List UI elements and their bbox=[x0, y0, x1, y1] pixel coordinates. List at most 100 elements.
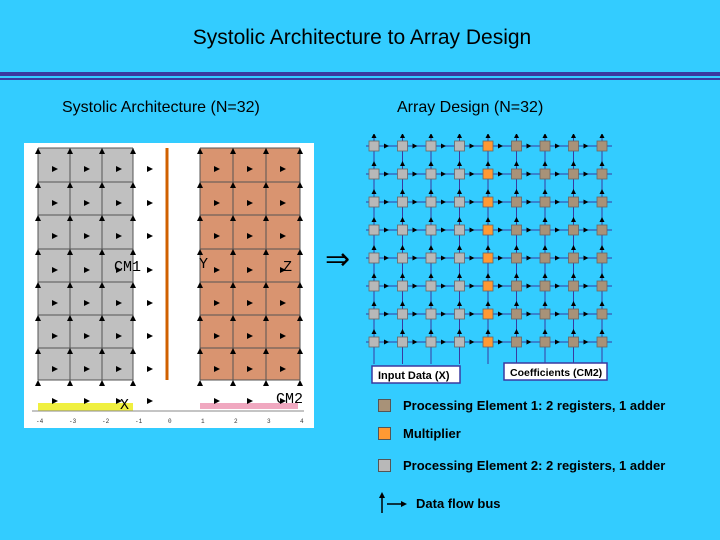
right-arrow-icon bbox=[147, 233, 153, 239]
up-arrow-icon bbox=[571, 161, 576, 166]
up-arrow-icon bbox=[35, 348, 41, 354]
pe2-swatch-icon bbox=[378, 458, 391, 472]
pe2-cell bbox=[397, 252, 408, 264]
up-arrow-icon bbox=[130, 182, 136, 188]
pe1-cell bbox=[568, 308, 579, 320]
up-arrow-icon bbox=[400, 329, 405, 334]
right-arrow-icon bbox=[247, 398, 253, 404]
right-arrow-icon bbox=[526, 227, 532, 233]
right-arrow-icon bbox=[555, 339, 560, 345]
right-arrow-icon bbox=[384, 339, 389, 345]
right-arrow-icon bbox=[412, 255, 418, 261]
right-arrow-icon bbox=[147, 166, 153, 172]
up-arrow-icon bbox=[457, 329, 462, 334]
right-arrow-icon bbox=[441, 255, 446, 261]
legend-item-pe1: Processing Element 1: 2 registers, 1 add… bbox=[378, 396, 665, 414]
pe2-cell bbox=[368, 168, 380, 180]
up-arrow-icon bbox=[297, 182, 303, 188]
y-label: Y bbox=[199, 256, 208, 273]
right-arrow-icon bbox=[84, 398, 90, 404]
right-arrow-icon bbox=[116, 166, 122, 172]
pe1-cell bbox=[568, 196, 579, 208]
right-arrow-icon bbox=[147, 300, 153, 306]
up-arrow-icon bbox=[514, 245, 519, 250]
legend-item-data-flow: Data flow bus bbox=[378, 492, 501, 513]
pe1-cell bbox=[511, 252, 522, 264]
axis-tick-label: 1 bbox=[201, 418, 205, 425]
axis-tick-label: -2 bbox=[102, 418, 110, 425]
right-arrow-icon bbox=[583, 255, 589, 261]
legend-item-pe2: Processing Element 2: 2 registers, 1 add… bbox=[378, 456, 665, 474]
pe1-cell bbox=[511, 140, 522, 152]
right-arrow-icon bbox=[469, 143, 475, 149]
up-arrow-icon bbox=[371, 161, 377, 166]
right-arrow-icon bbox=[555, 171, 560, 177]
right-arrow-icon bbox=[247, 200, 253, 206]
right-arrow-icon bbox=[280, 366, 286, 372]
pe1-cell bbox=[568, 224, 579, 236]
pe2-cell bbox=[368, 140, 380, 152]
right-arrow-icon bbox=[280, 333, 286, 339]
right-arrow-icon bbox=[526, 171, 532, 177]
right-arrow-icon bbox=[214, 333, 220, 339]
pe2-cell bbox=[454, 140, 465, 152]
right-arrow-icon bbox=[412, 339, 418, 345]
right-arrow-icon bbox=[526, 199, 532, 205]
right-arrow-icon bbox=[555, 283, 560, 289]
pe1-cell bbox=[511, 224, 522, 236]
right-arrow-icon bbox=[147, 398, 153, 404]
up-arrow-icon bbox=[514, 134, 519, 138]
up-arrow-icon bbox=[457, 245, 462, 250]
right-arrow-icon bbox=[555, 227, 560, 233]
pe1-cell bbox=[539, 252, 551, 264]
multiplier-cell bbox=[482, 140, 494, 152]
up-arrow-icon bbox=[230, 348, 236, 354]
up-arrow-icon bbox=[371, 134, 377, 138]
up-arrow-icon bbox=[297, 315, 303, 321]
up-arrow-icon bbox=[197, 249, 203, 255]
right-arrow-icon bbox=[280, 166, 286, 172]
right-arrow-icon bbox=[526, 311, 532, 317]
up-arrow-icon bbox=[400, 134, 405, 138]
multiplier-cell bbox=[482, 336, 494, 348]
right-arrow-icon bbox=[555, 255, 560, 261]
up-arrow-icon bbox=[67, 148, 73, 154]
up-arrow-icon bbox=[130, 380, 136, 386]
up-arrow-icon bbox=[371, 189, 377, 194]
pe2-cell bbox=[368, 308, 380, 320]
right-arrow-icon bbox=[469, 283, 475, 289]
right-arrow-icon bbox=[214, 166, 220, 172]
up-arrow-icon bbox=[457, 161, 462, 166]
up-arrow-icon bbox=[428, 217, 434, 222]
up-arrow-icon bbox=[457, 134, 462, 138]
up-arrow-icon bbox=[599, 329, 605, 334]
up-arrow-icon bbox=[428, 161, 434, 166]
up-arrow-icon bbox=[485, 189, 491, 194]
right-arrow-icon bbox=[498, 283, 503, 289]
pe2-cell bbox=[425, 196, 437, 208]
up-arrow-icon bbox=[67, 215, 73, 221]
right-arrow-icon bbox=[583, 283, 589, 289]
right-arrow-icon bbox=[498, 311, 503, 317]
right-arrow-icon bbox=[147, 200, 153, 206]
pe2-cell bbox=[425, 140, 437, 152]
right-arrow-icon bbox=[498, 339, 503, 345]
right-arrow-icon bbox=[526, 339, 532, 345]
up-arrow-icon bbox=[542, 134, 548, 138]
left-subtitle: Systolic Architecture (N=32) bbox=[62, 99, 260, 116]
pe1-cell bbox=[596, 336, 608, 348]
pe1-cell bbox=[596, 224, 608, 236]
legend-label-data-flow: Data flow bus bbox=[416, 495, 501, 511]
up-arrow-icon bbox=[67, 282, 73, 288]
up-arrow-icon bbox=[99, 148, 105, 154]
up-arrow-icon bbox=[35, 148, 41, 154]
multiplier-cell bbox=[482, 308, 494, 320]
up-arrow-icon bbox=[371, 329, 377, 334]
pe2-cell bbox=[397, 224, 408, 236]
right-arrow-icon bbox=[583, 171, 589, 177]
up-arrow-icon bbox=[571, 245, 576, 250]
up-arrow-icon bbox=[485, 245, 491, 250]
right-arrow-icon bbox=[147, 267, 153, 273]
pe2-cell bbox=[454, 196, 465, 208]
